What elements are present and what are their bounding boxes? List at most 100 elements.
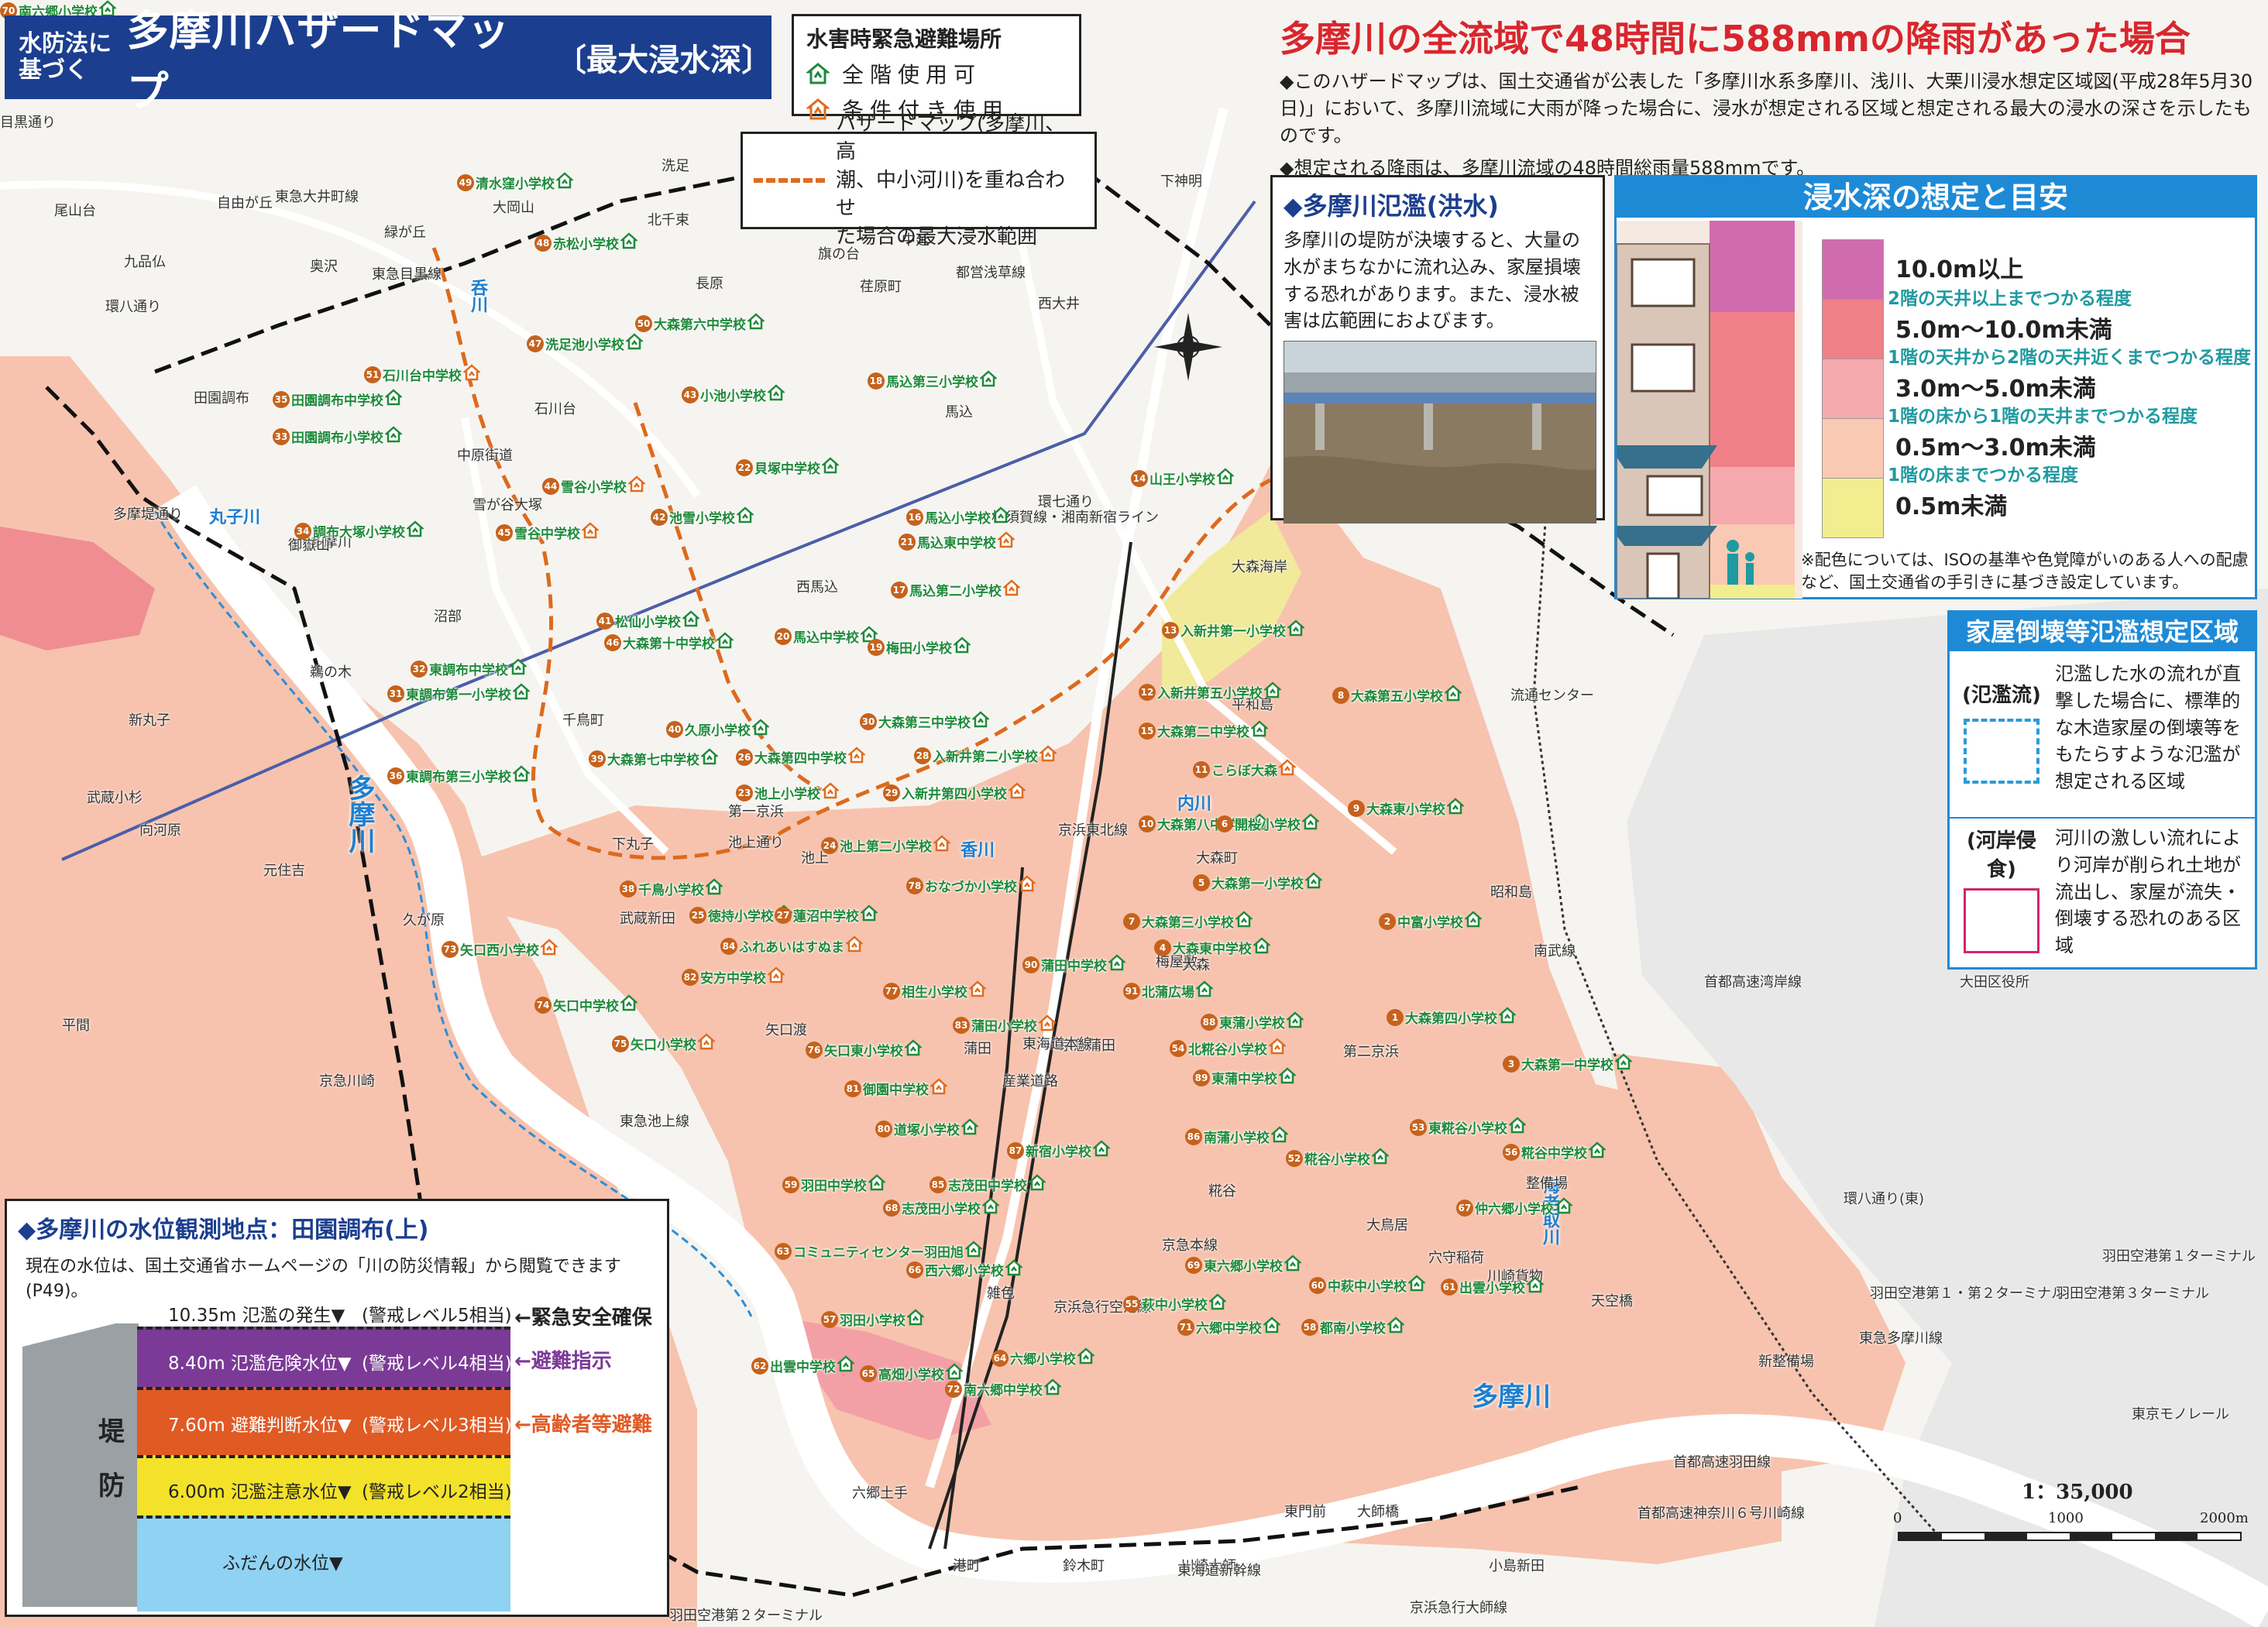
shelter-orange-icon (582, 522, 599, 543)
place-label: 整備場 (1526, 1176, 1568, 1192)
shelter-name: 馬込中学校 (793, 630, 859, 646)
place-label: 雪が谷大塚 (472, 497, 542, 513)
shelter-name: 東調布第一小学校 (406, 688, 511, 703)
shelter-number: 1 (1387, 1008, 1404, 1026)
shelter-name: 志茂田小学校 (902, 1202, 981, 1217)
place-label: 雑色 (987, 1285, 1015, 1302)
shelter-green-icon (954, 637, 971, 657)
place-label: 大森町 (1196, 850, 1238, 867)
shelter-name: 馬込第二小学校 (909, 584, 1002, 599)
shelter-number: 60 (1309, 1276, 1326, 1294)
shelter-number: 91 (1123, 982, 1140, 1000)
shelter-number: 54 (1170, 1039, 1187, 1057)
